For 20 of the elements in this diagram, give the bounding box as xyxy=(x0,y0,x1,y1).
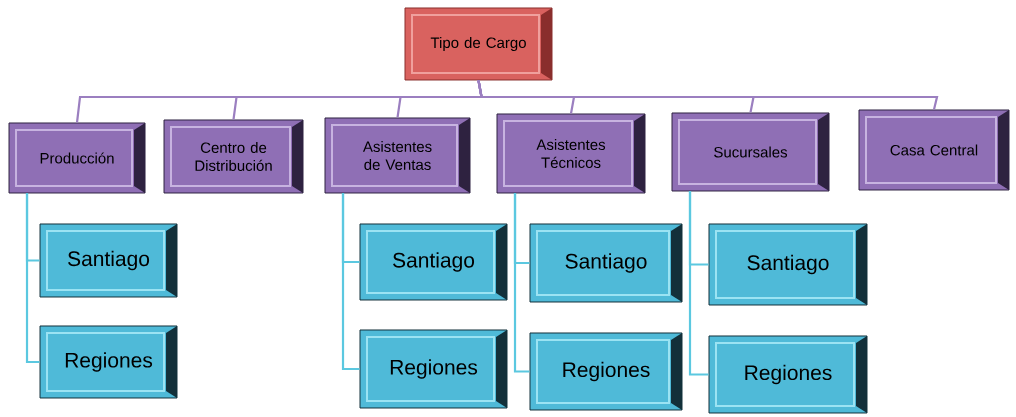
region-box: Santiago xyxy=(39,223,178,298)
region-box: Regiones xyxy=(708,335,868,414)
region-box: Santiago xyxy=(708,223,868,306)
connector-line xyxy=(25,193,40,364)
region-box: Santiago xyxy=(529,223,683,303)
chart-box: Asistentes Técnicos xyxy=(496,113,646,194)
region-box: Regiones xyxy=(39,325,178,399)
chart-box: Producción xyxy=(8,122,146,194)
chart-box: Tipo de Cargo xyxy=(404,7,553,81)
connector-line xyxy=(477,80,939,110)
chart-box: Centro de Distribución xyxy=(163,119,304,194)
chart-box: Asistentes de Ventas xyxy=(324,117,471,194)
connector-line xyxy=(513,193,530,373)
connector-line xyxy=(688,191,709,376)
region-box: Santiago xyxy=(359,223,508,301)
chart-box: Casa Central xyxy=(858,109,1010,191)
region-box: Regiones xyxy=(359,329,508,409)
chart-box: Sucursales xyxy=(671,112,830,192)
region-box: Regiones xyxy=(529,332,683,411)
connector-line xyxy=(341,193,360,371)
